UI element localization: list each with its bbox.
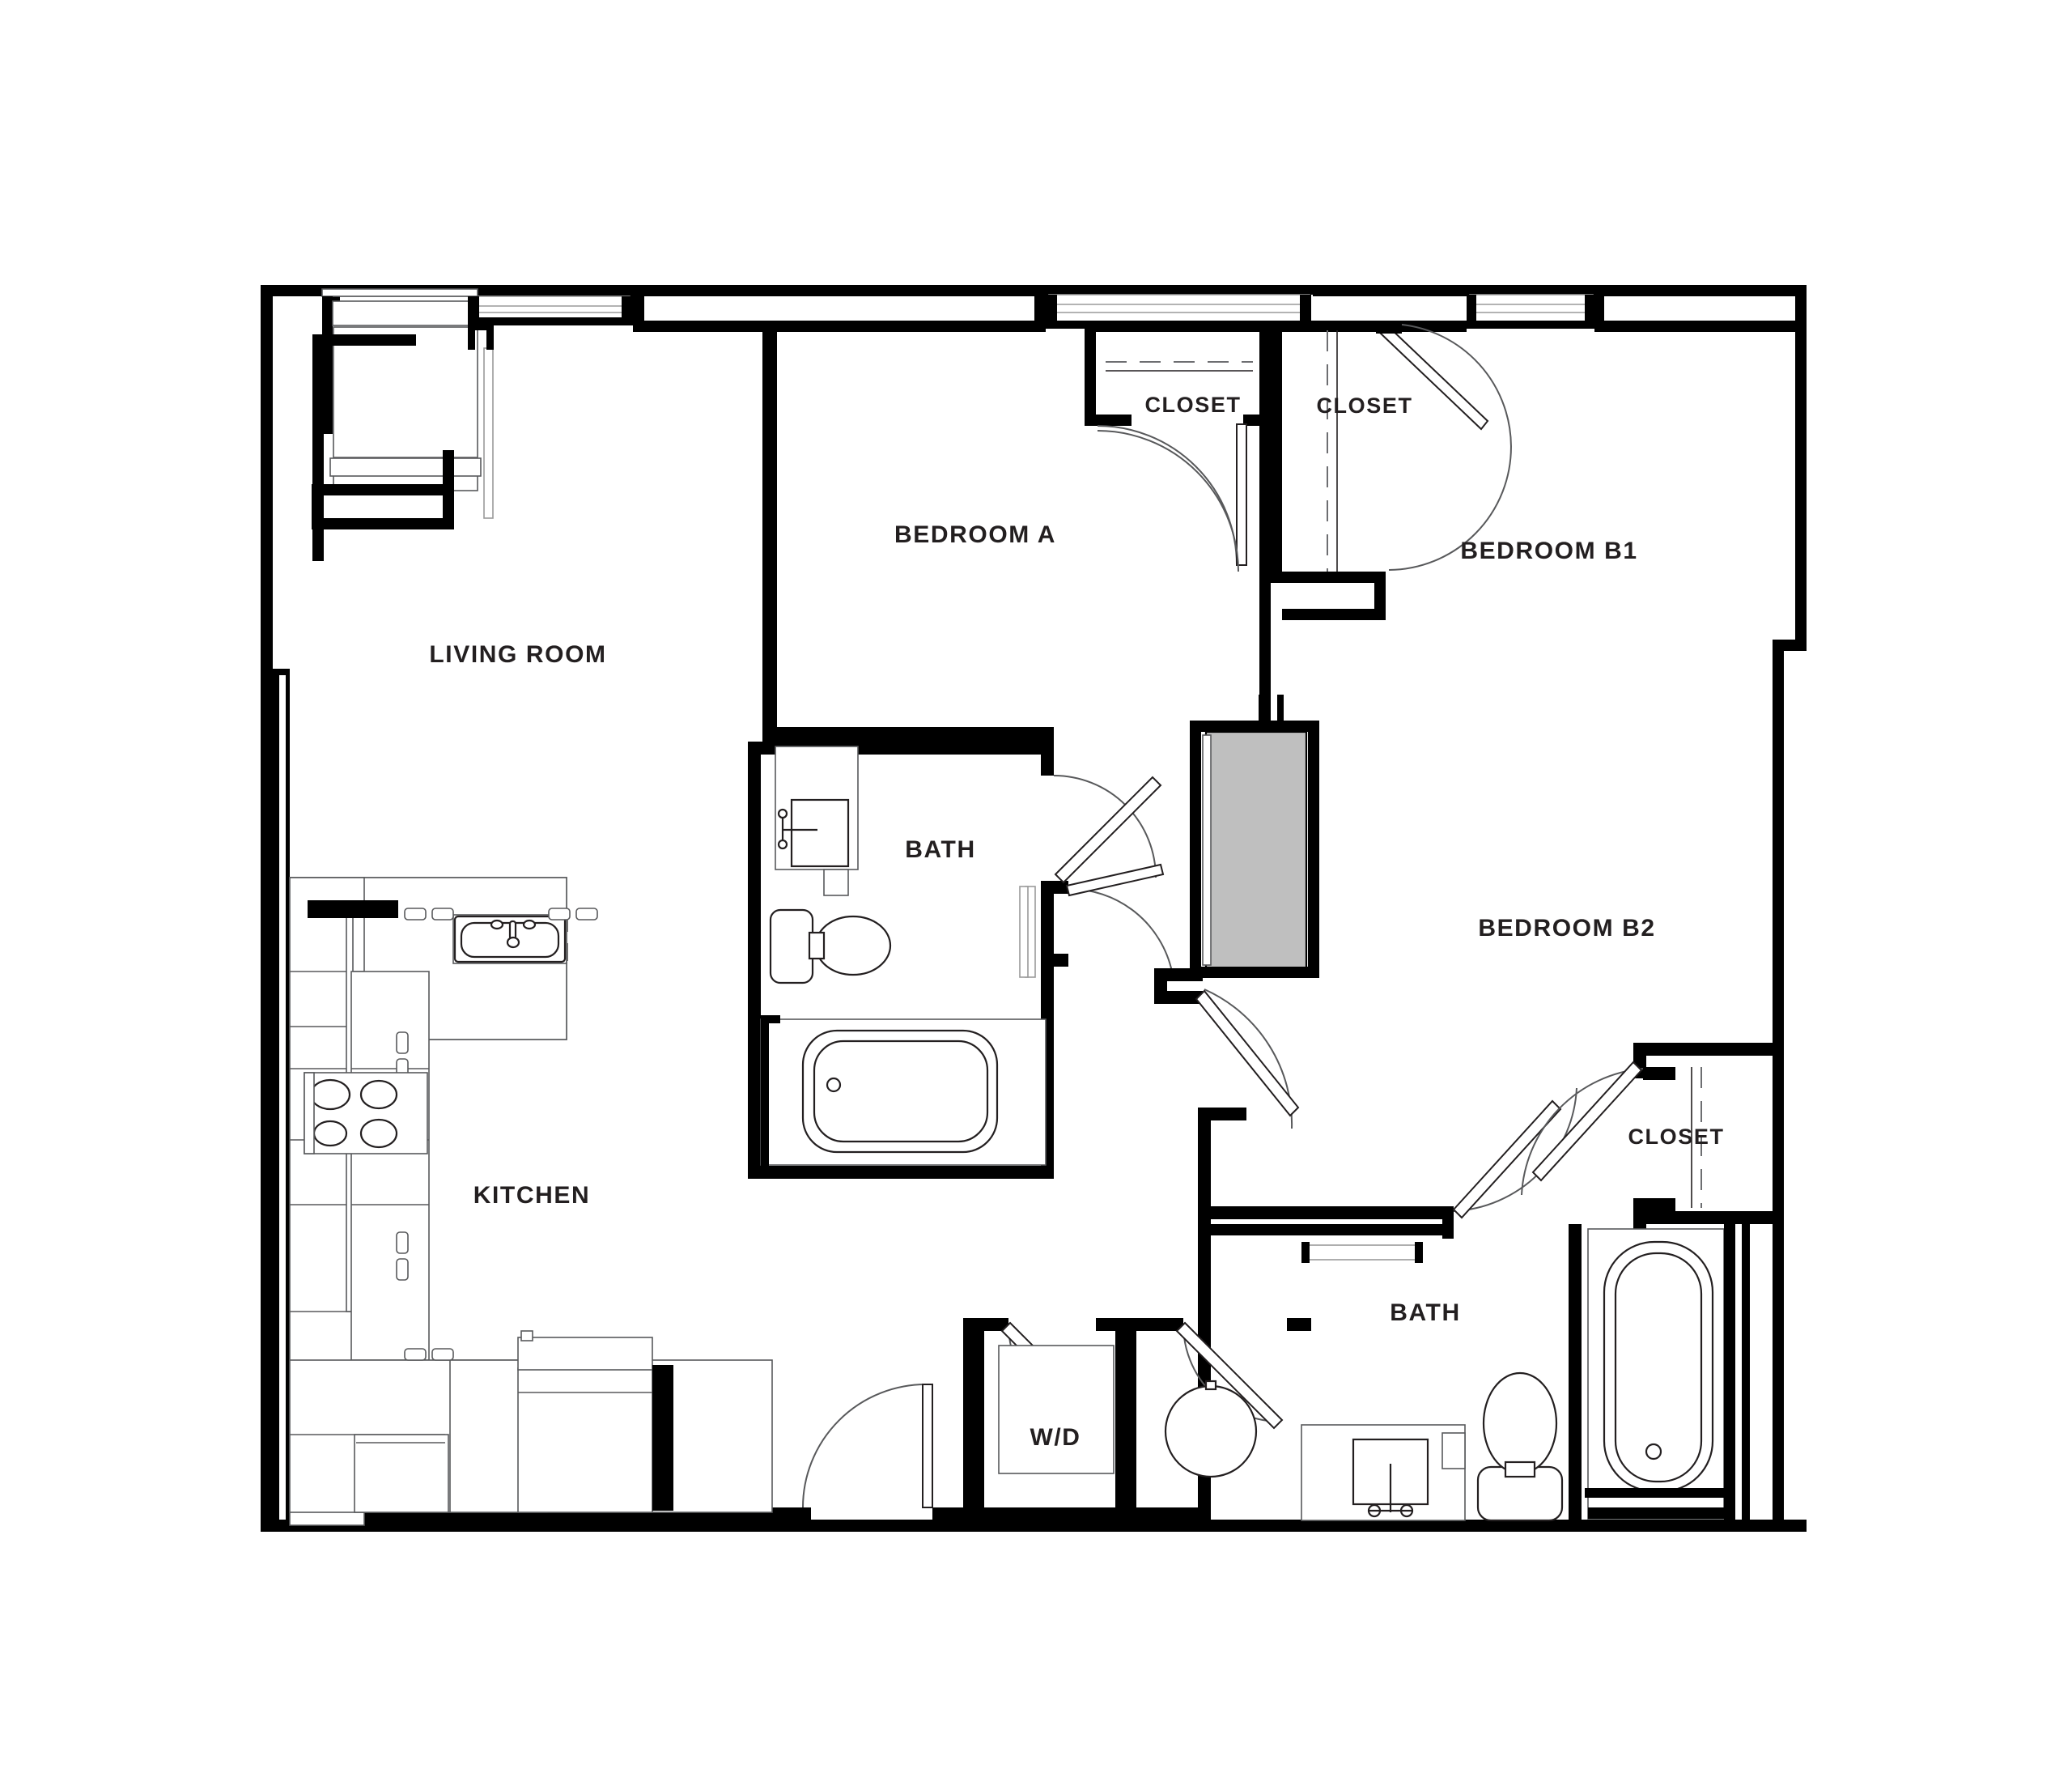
left-inner-wall: [273, 669, 290, 1520]
bath-a-walls: [748, 742, 1068, 1179]
kitchen-range: [304, 1072, 428, 1154]
label-living-room: LIVING ROOM: [429, 641, 606, 668]
label-closet-b1: CLOSET: [1316, 393, 1412, 418]
label-bath-b: BATH: [1390, 1299, 1461, 1326]
water-heater-unit: [1164, 1380, 1258, 1478]
closet-b1-door[interactable]: [1376, 321, 1512, 571]
label-kitchen: KITCHEN: [473, 1182, 591, 1209]
bedroom-b2-door[interactable]: [1195, 989, 1300, 1129]
kitchen-refrigerator: [517, 1330, 653, 1513]
washer-dryer-unit: [998, 1345, 1115, 1474]
window-bedroom-b1: [1467, 285, 1596, 329]
balcony-niche: [321, 288, 482, 491]
bath-a-shower-glass-2: [1019, 886, 1029, 978]
label-bedroom-b1: BEDROOM B1: [1460, 538, 1637, 564]
closet-b2-walls: [1633, 1043, 1773, 1232]
wall-nub-3: [486, 324, 494, 350]
bedroom-a-door[interactable]: [1097, 430, 1239, 572]
bath-b-toilet: [1476, 1371, 1564, 1522]
label-laundry: W/D: [1030, 1424, 1081, 1451]
kitchen-upper-cab-marker: [308, 900, 398, 918]
wall-nub: [468, 324, 494, 330]
room-labels: LIVING ROOM KITCHEN BEDROOM A BEDROOM B1…: [429, 393, 1724, 1451]
bath-b-vanity: [1301, 1424, 1466, 1521]
label-closet-a: CLOSET: [1144, 393, 1241, 417]
wall-nub-2: [468, 324, 475, 350]
entry-door[interactable]: [793, 1384, 933, 1532]
closet-a-walls: [1085, 321, 1271, 426]
closet-b2-door[interactable]: [1521, 1061, 1644, 1196]
bath-a-vanity: [775, 746, 859, 896]
wall-living-bedrooma: [762, 328, 1054, 742]
kitchen-end-wall: [652, 1365, 673, 1511]
living-room-wall-jog: [312, 397, 454, 529]
wall-segment-bedroom-a-top: [633, 285, 1046, 332]
label-bath-a: BATH: [905, 836, 976, 863]
living-room-rail: [483, 347, 494, 519]
entry-wall-right: [932, 1507, 1198, 1522]
closet-a-door[interactable]: [1097, 423, 1247, 566]
closet-b1-walls: [1271, 321, 1386, 620]
bath-b-shelf: [1301, 1242, 1423, 1263]
bath-a-hall-door[interactable]: [1065, 863, 1173, 972]
bath-b-tub: [1585, 1224, 1750, 1522]
bath-b-partition: [1569, 1224, 1582, 1520]
label-bedroom-b2: BEDROOM B2: [1478, 915, 1655, 942]
bath-a-tub: [760, 1015, 1047, 1166]
central-hall-walls: [1154, 426, 1271, 1004]
label-bedroom-a: BEDROOM A: [894, 521, 1056, 548]
label-closet-b2: CLOSET: [1628, 1125, 1724, 1149]
kitchen-counter-middle: [350, 971, 430, 1361]
laundry-closet-walls: [963, 1318, 1141, 1520]
bath-a-door[interactable]: [1053, 775, 1162, 884]
water-heater-closet-walls: [1138, 1318, 1311, 1331]
wall-segment-b1-right-top: [1594, 285, 1807, 332]
mechanical-chase: [1190, 721, 1319, 978]
bath-a-toilet: [769, 908, 892, 984]
